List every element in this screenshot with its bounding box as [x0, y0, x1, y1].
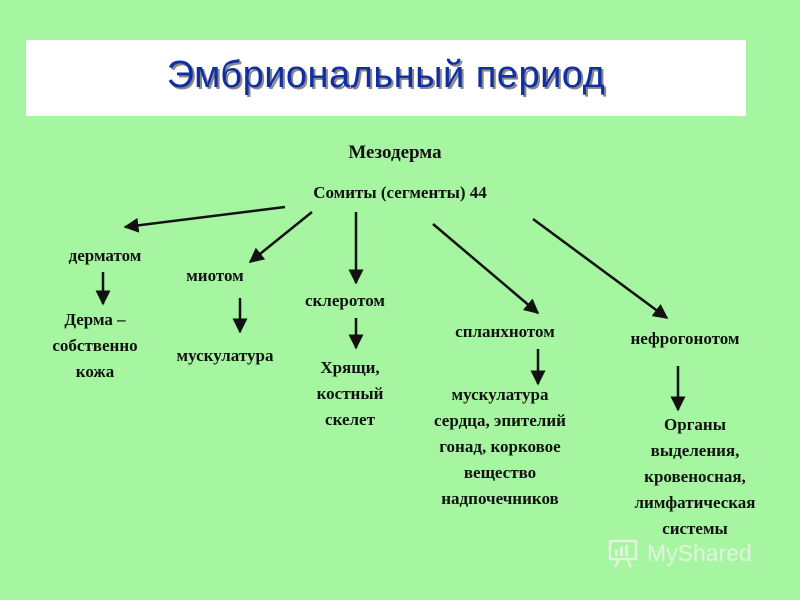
derivative-line: мускулатура [451, 385, 549, 404]
arrow-to-splanchnotome [432, 223, 540, 314]
arrow-to-nephrogonotome [532, 217, 669, 320]
derivative-line: кожа [75, 362, 115, 381]
derivative-line: собственно [52, 336, 138, 355]
derivative-line: системы [662, 519, 728, 538]
branch-myotome: миотом [186, 266, 244, 285]
derivative-line: Дерма – [64, 310, 126, 329]
derivative-line: костный [316, 384, 384, 403]
derivative-line: скелет [325, 410, 375, 429]
arrow-to-dermatome [123, 205, 286, 233]
root-node: Мезодерма [348, 142, 442, 163]
branch-dermatome: дерматом [68, 246, 142, 265]
branch-nephrogonotome: нефрогонотом [630, 329, 740, 348]
title-banner: Эмбриональный период [26, 40, 746, 116]
derivative-line: надпочечников [441, 489, 559, 508]
arrow-to-myotome [248, 211, 313, 263]
branch-sclerotome: склеротом [304, 291, 386, 310]
watermark-text: MyShared [647, 539, 752, 566]
derivative-line: мускулатура [176, 346, 274, 365]
derivative-line: кровеносная, [644, 467, 746, 486]
page-title: Эмбриональный период [166, 54, 606, 96]
somites-node: Сомиты (сегменты) 44 [313, 183, 487, 202]
derivative-line: гонад, корковое [439, 437, 561, 456]
branch-splanchnotome: спланхнотом [455, 322, 555, 341]
derivative-line: вещество [463, 463, 537, 482]
derivative-line: лимфатическая [634, 493, 756, 512]
watermark: MyShared [607, 536, 752, 570]
derivative-line: выделения, [650, 441, 740, 460]
derivative-line: Хрящи, [320, 358, 380, 377]
presentation-board-icon [608, 539, 638, 568]
derivative-line: сердца, эпителий [434, 411, 566, 430]
derivative-line: Органы [664, 415, 726, 434]
